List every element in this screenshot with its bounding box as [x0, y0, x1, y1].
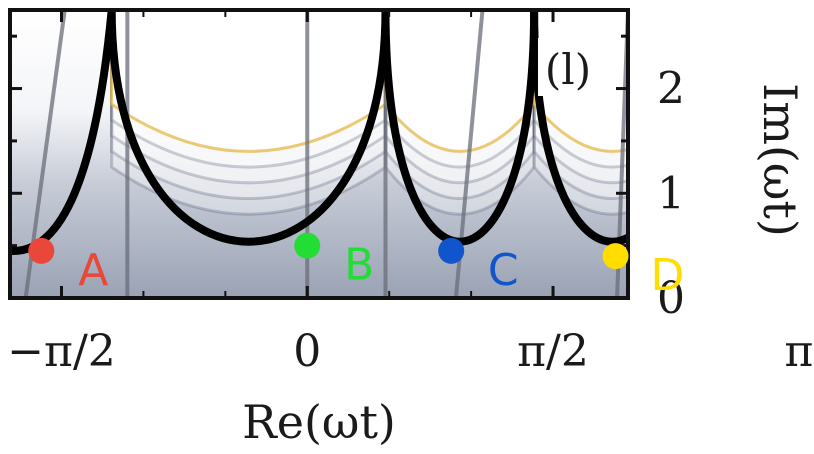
- axis-ticks: [10, 10, 628, 300]
- x-tick-label: π: [784, 326, 813, 377]
- saddle-points: A B C D: [28, 232, 685, 301]
- panel-label: (l): [545, 45, 591, 94]
- saddle-point-label: C: [488, 245, 519, 296]
- y-tick-labels: 0 1 2: [657, 64, 685, 324]
- y-tick-label: 0: [657, 273, 685, 324]
- descent-path: [530, 10, 628, 246]
- saddle-point-label: A: [78, 245, 108, 296]
- saddle-point-d: [602, 243, 629, 270]
- saddle-point-b: [294, 232, 321, 259]
- x-tick-label: 0: [293, 326, 321, 377]
- saddle-point-label: D: [651, 250, 685, 301]
- saddle-point-a: [28, 237, 55, 264]
- y-axis-label: Im(ωt): [753, 83, 807, 237]
- contour-bands: [110, 10, 628, 216]
- descent-path: [107, 10, 390, 246]
- contour-band: [383, 10, 536, 153]
- x-axis-label: Re(ωt): [242, 395, 396, 449]
- saddle-point-label: B: [344, 240, 374, 291]
- x-tick-label: −π/2: [7, 326, 116, 377]
- y-tick-label: 1: [657, 168, 685, 219]
- plot-frame: [8, 8, 630, 300]
- plot-area: [10, 10, 628, 298]
- panel-label-background: [538, 38, 598, 96]
- saddle-point-c: [438, 237, 465, 264]
- x-tick-label: π/2: [517, 326, 589, 377]
- x-tick-labels: −π/2 0 π/2 π: [7, 326, 813, 377]
- y-tick-label: 2: [657, 64, 685, 115]
